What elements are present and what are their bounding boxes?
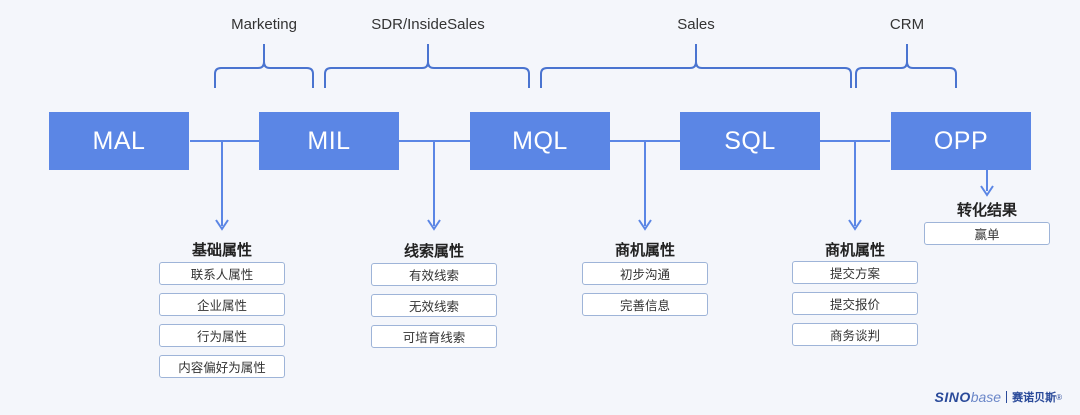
group-title-opportunity-2: 商机属性: [824, 242, 886, 259]
stage-mil: MIL: [259, 112, 399, 170]
arrow-group-2: [427, 141, 441, 231]
attribute-item: 提交报价: [792, 292, 918, 315]
attribute-item: 无效线索: [371, 294, 497, 317]
logo-divider: [1006, 391, 1008, 403]
team-label-sdr: SDR/InsideSales: [371, 16, 485, 33]
group-title-basic: 基础属性: [191, 242, 253, 259]
bracket-crm: [855, 44, 957, 88]
attribute-item: 企业属性: [159, 293, 285, 316]
stage-mal: MAL: [49, 112, 189, 170]
logo-brand-suffix: base: [970, 389, 1002, 405]
attribute-item: 内容偏好为属性: [159, 355, 285, 378]
stage-opp: OPP: [891, 112, 1031, 170]
attribute-item: 联系人属性: [159, 262, 285, 285]
stage-mql: MQL: [470, 112, 610, 170]
bracket-sdr: [324, 44, 530, 88]
logo-brand: SINO: [934, 389, 971, 405]
group-title-opportunity-1: 商机属性: [614, 242, 676, 259]
arrow-group-3: [638, 141, 652, 231]
team-label-sales: Sales: [677, 16, 715, 33]
logo-reg: ®: [1056, 392, 1062, 402]
bracket-marketing: [214, 44, 314, 88]
attribute-item: 可培育线索: [371, 325, 497, 348]
attribute-item: 完善信息: [582, 293, 708, 316]
arrow-group-5: [980, 170, 994, 197]
attribute-item: 提交方案: [792, 261, 918, 284]
arrow-group-1: [215, 141, 229, 231]
attribute-item: 赢单: [924, 222, 1050, 245]
stage-sql: SQL: [680, 112, 820, 170]
attribute-item: 有效线索: [371, 263, 497, 286]
attribute-item: 商务谈判: [792, 323, 918, 346]
attribute-item: 行为属性: [159, 324, 285, 347]
group-title-result: 转化结果: [956, 202, 1018, 219]
attribute-item: 初步沟通: [582, 262, 708, 285]
logo-cn: 赛诺贝斯: [1012, 392, 1057, 404]
team-label-marketing: Marketing: [231, 16, 297, 33]
bracket-sales: [540, 44, 852, 88]
arrow-group-4: [848, 141, 862, 231]
team-label-crm: CRM: [889, 16, 925, 33]
group-title-lead: 线索属性: [403, 243, 465, 260]
